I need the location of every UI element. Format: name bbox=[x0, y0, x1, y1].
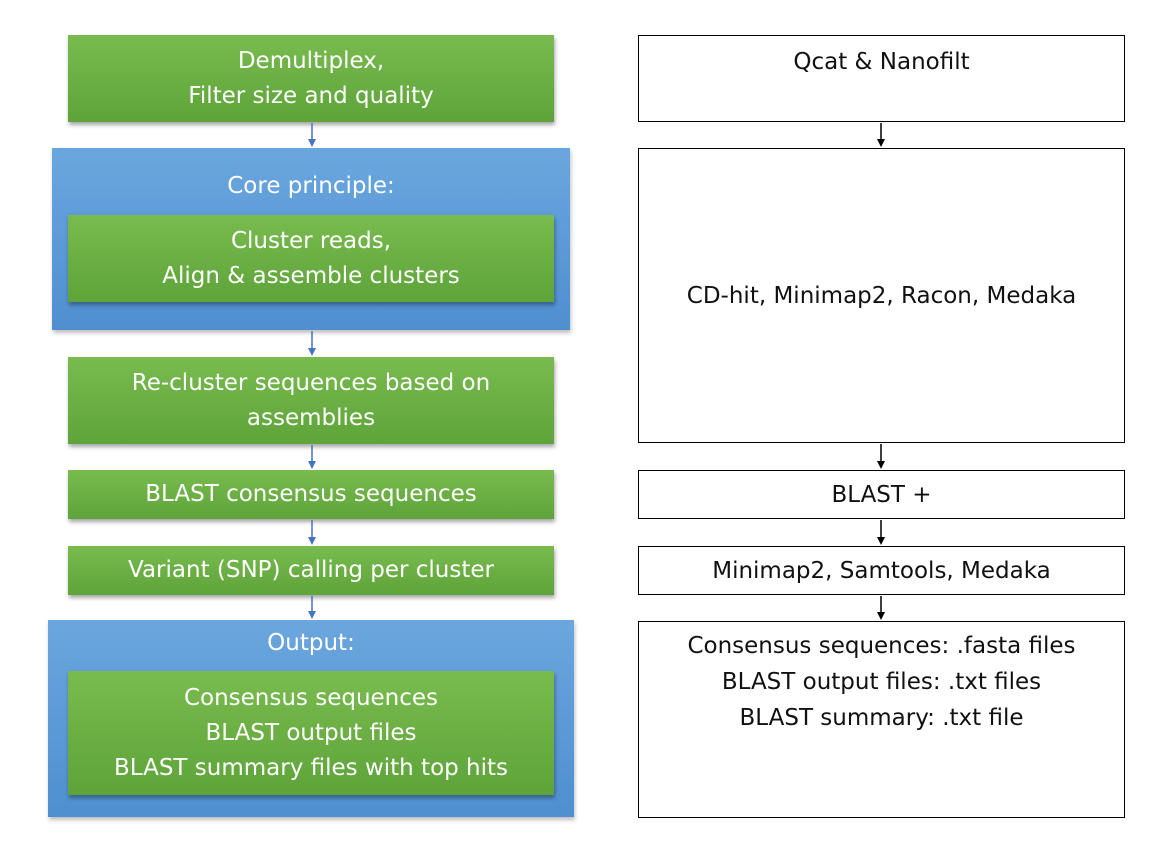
output-item: BLAST output files bbox=[205, 719, 417, 746]
tool-label: BLAST + bbox=[831, 481, 932, 508]
variant-calling-step: Variant (SNP) calling per cluster bbox=[68, 546, 554, 595]
demultiplex-filter-step: Demultiplex, Filter size and quality bbox=[68, 35, 554, 122]
tool-box-output-files: Consensus sequences: .fasta files BLAST … bbox=[638, 621, 1125, 818]
recluster-step: Re-cluster sequences based on assemblies bbox=[68, 357, 554, 444]
tool-label: CD-hit, Minimap2, Racon, Medaka bbox=[686, 282, 1077, 309]
step-line: Variant (SNP) calling per cluster bbox=[128, 557, 494, 583]
output-item: BLAST summary files with top hits bbox=[113, 754, 509, 781]
tool-box-blast: BLAST + bbox=[638, 470, 1125, 519]
output-items-box: Consensus sequences BLAST output files B… bbox=[68, 671, 554, 795]
step-line: Cluster reads, bbox=[230, 227, 392, 254]
tool-label: BLAST summary: .txt file bbox=[739, 705, 1024, 731]
step-line: Re-cluster sequences based on bbox=[131, 369, 491, 396]
step-line: Demultiplex, bbox=[237, 47, 385, 74]
step-line: BLAST consensus sequences bbox=[145, 481, 477, 507]
step-line: Align & assemble clusters bbox=[162, 262, 460, 289]
blast-consensus-step: BLAST consensus sequences bbox=[68, 470, 554, 519]
tool-box-qcat: Qcat & Nanofilt bbox=[638, 35, 1125, 122]
core-principle-title: Core principle: bbox=[227, 173, 395, 199]
step-line: Filter size and quality bbox=[188, 82, 434, 109]
tool-label: Qcat & Nanofilt bbox=[793, 49, 970, 75]
output-title: Output: bbox=[267, 630, 355, 656]
tool-box-cdhit: CD-hit, Minimap2, Racon, Medaka bbox=[638, 148, 1125, 443]
output-item: Consensus sequences bbox=[183, 684, 439, 711]
tool-box-minimap: Minimap2, Samtools, Medaka bbox=[638, 546, 1125, 595]
tool-label: Consensus sequences: .fasta files bbox=[687, 633, 1076, 659]
tool-label: Minimap2, Samtools, Medaka bbox=[712, 557, 1051, 584]
cluster-align-step: Cluster reads, Align & assemble clusters bbox=[68, 215, 554, 302]
step-line: assemblies bbox=[246, 404, 376, 431]
tool-label: BLAST output files: .txt files bbox=[721, 669, 1042, 695]
